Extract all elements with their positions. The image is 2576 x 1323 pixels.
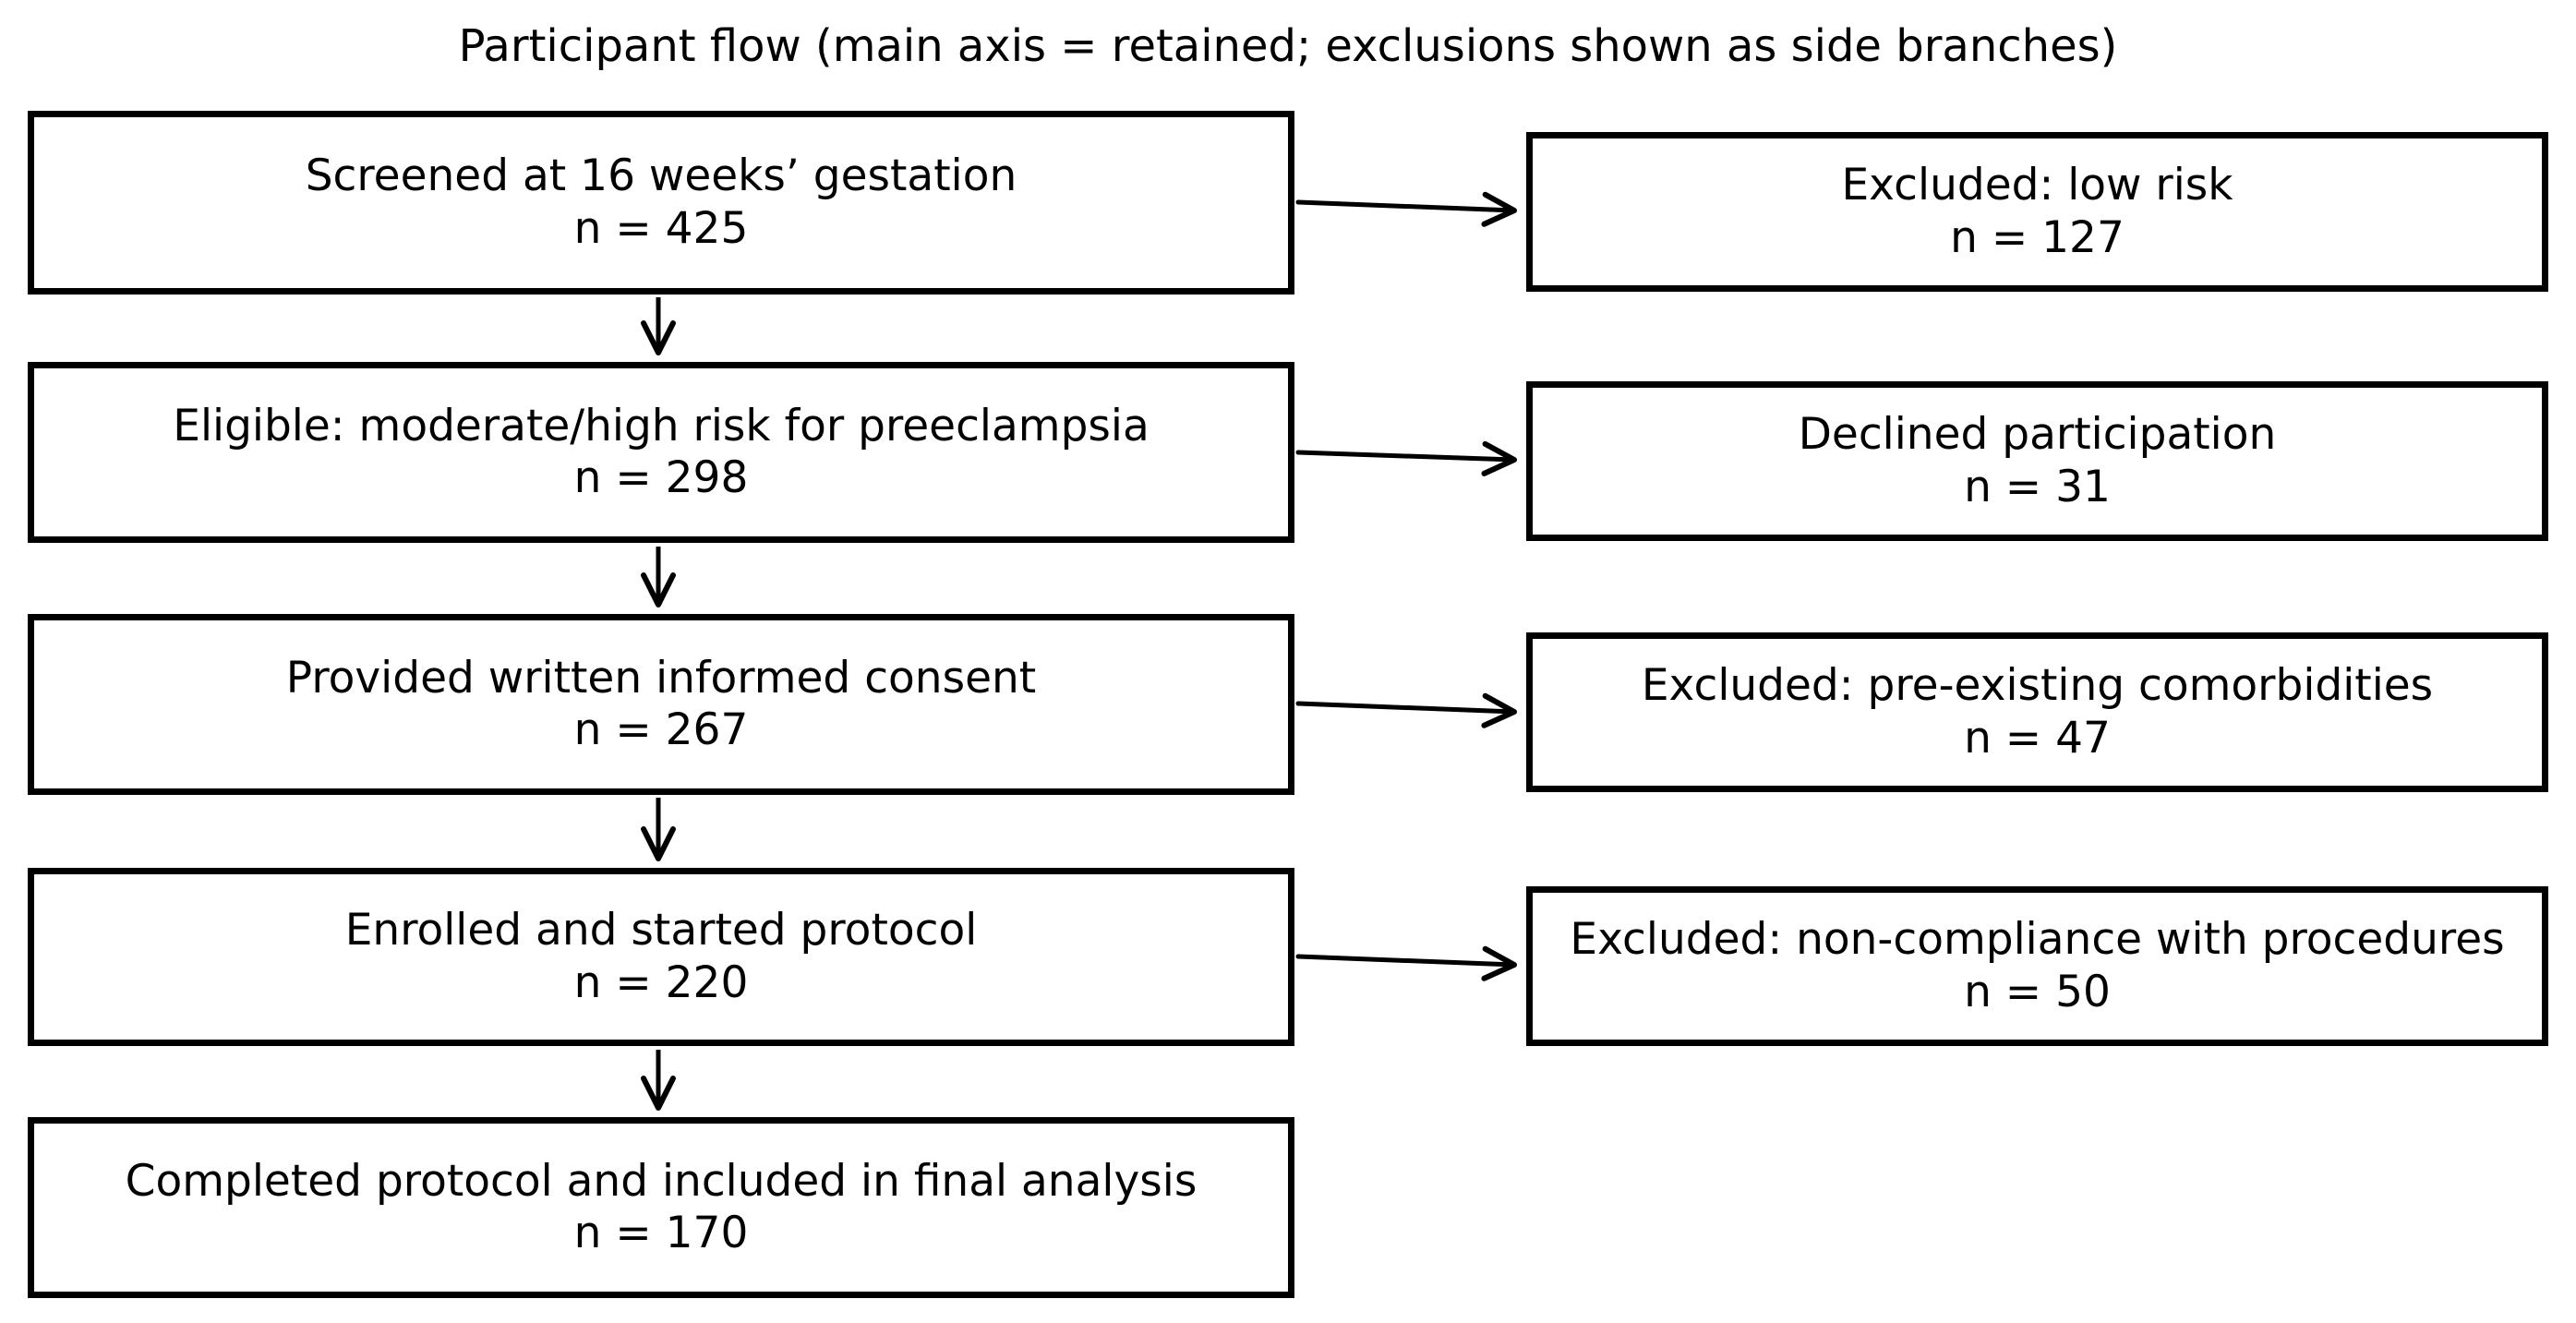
box-count: n = 425 — [573, 202, 749, 254]
box-label: Excluded: pre-existing comorbidities — [1641, 660, 2434, 712]
flow-box-completed: Completed protocol and included in final… — [28, 1117, 1294, 1298]
box-label: Screened at 16 weeks’ gestation — [305, 150, 1017, 202]
flow-box-eligible: Eligible: moderate/high risk for preecla… — [28, 362, 1294, 543]
arrow-side-1-icon — [1295, 191, 1517, 227]
box-label: Excluded: low risk — [1841, 160, 2233, 211]
box-count: n = 50 — [1964, 966, 2111, 1017]
box-label: Excluded: non-compliance with procedures — [1570, 914, 2505, 966]
flow-box-declined: Declined participation n = 31 — [1526, 381, 2548, 541]
flow-box-consented: Provided written informed consent n = 26… — [28, 614, 1294, 795]
box-count: n = 298 — [573, 452, 749, 503]
box-count: n = 220 — [573, 956, 749, 1008]
arrow-side-2-icon — [1295, 440, 1517, 476]
box-count: n = 170 — [573, 1208, 749, 1258]
arrow-side-4-icon — [1295, 945, 1517, 981]
box-label: Enrolled and started protocol — [344, 905, 978, 956]
flow-box-excluded-low-risk: Excluded: low risk n = 127 — [1526, 132, 2548, 292]
arrow-side-3-icon — [1295, 692, 1517, 728]
flow-box-excluded-noncompliance: Excluded: non-compliance with procedures… — [1526, 886, 2548, 1046]
box-label: Provided written informed consent — [285, 652, 1037, 704]
flow-box-enrolled: Enrolled and started protocol n = 220 — [28, 868, 1294, 1046]
box-count: n = 267 — [573, 704, 749, 755]
box-label: Completed protocol and included in final… — [125, 1155, 1198, 1207]
flow-box-screened: Screened at 16 weeks’ gestation n = 425 — [28, 111, 1294, 295]
flow-box-excluded-comorbidities: Excluded: pre-existing comorbidities n =… — [1526, 632, 2548, 792]
box-label: Eligible: moderate/high risk for preecla… — [173, 400, 1150, 451]
box-count: n = 127 — [1950, 211, 2125, 263]
diagram-title: Participant flow (main axis = retained; … — [458, 20, 2118, 72]
box-count: n = 31 — [1964, 461, 2111, 512]
box-label: Declined participation — [1798, 409, 2277, 461]
box-count: n = 47 — [1964, 712, 2111, 764]
